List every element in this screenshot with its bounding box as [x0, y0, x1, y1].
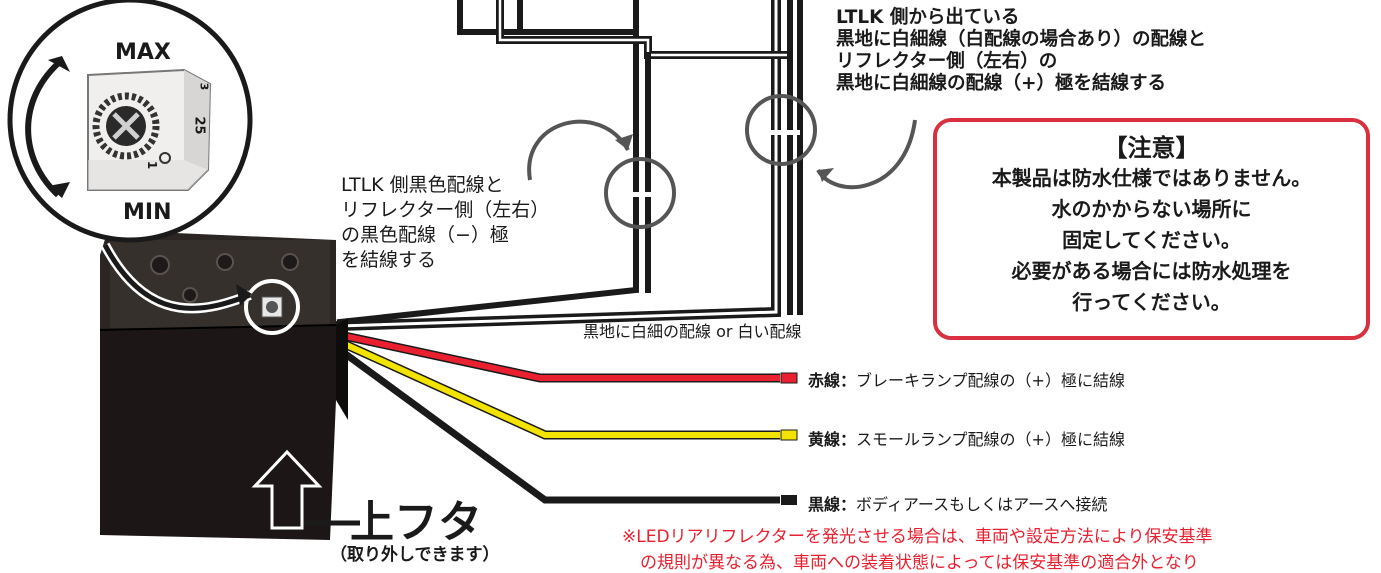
white-wire-outer: [334, 0, 781, 332]
yellow-wire: [338, 337, 780, 440]
arrow-left-splice: [527, 119, 630, 181]
legend-black-desc: ボディアースもしくはアースへ接続: [856, 495, 1108, 514]
left-note: LTLK 側黒色配線と リフレクター側（左右） の黒色配線（−）極 を結線する: [341, 173, 549, 273]
pot-magnified: [7, 0, 253, 243]
white-wire-upper: [496, 0, 790, 59]
white-wire-upper-inner: [498, 0, 788, 57]
rotate-arrow-icon: [25, 57, 64, 198]
left-note-line: の黒色配線（−）極: [341, 224, 509, 246]
red-swatch: [780, 372, 798, 384]
warning-line-1: ※LEDリアリフレクターを発光させる場合は、車両や設定方法により保安基準: [622, 527, 1213, 547]
legend-red-name: 赤線：: [808, 371, 857, 390]
arrow-right-splice: [816, 119, 917, 190]
legend-red: 赤線：ブレーキランプ配線の（+）極に結線: [808, 367, 1125, 391]
left-note-line: を結線する: [341, 249, 437, 271]
legend-yellow-desc: スモールランプ配線の（+）極に結線: [856, 430, 1125, 449]
splice-circle-right: [745, 94, 817, 166]
right-note-line: リフレクター側（左右）の: [836, 51, 1058, 72]
dial-mark-25: 25: [191, 116, 207, 135]
caution-box: 【注意】 本製品は防水仕様ではありません。 水のかからない場所に 固定してくださ…: [933, 118, 1370, 340]
caution-line: 行ってください。: [1072, 290, 1231, 314]
left-note-line: LTLK 側黒色配線と: [341, 174, 504, 196]
caution-line: 本製品は防水仕様ではありません。: [991, 166, 1312, 190]
lid-label: 上フタ: [350, 497, 482, 548]
black-swatch: [781, 495, 797, 505]
warning-line-2: の規則が異なる為、車両への装着状態によっては保安基準の適合外となり: [640, 553, 1199, 573]
yellow-swatch: [780, 429, 798, 441]
caution-title: 【注意】: [1103, 134, 1200, 162]
max-label: MAX: [115, 40, 171, 65]
black-wire-loop: [336, 0, 639, 326]
legend-yellow-name: 黄線：: [808, 430, 857, 449]
legend-black: 黒線：ボディアースもしくはアースへ接続: [808, 491, 1107, 515]
controller-box: [99, 230, 348, 540]
lid-arrow-icon: [251, 449, 323, 530]
pot-highlight-circle: [244, 279, 300, 335]
black-output-wire: [337, 347, 780, 504]
white-wire-label: 黒地に白細の配線 or 白い配線: [583, 322, 802, 341]
caution-line: 水のかからない場所に: [1051, 197, 1252, 221]
right-note: LTLK 側から出ている 黒地に白細線（白配線の場合あり）の配線と リフレクター…: [836, 7, 1206, 95]
legend-black-name: 黒線：: [808, 495, 857, 514]
right-note-line: LTLK 側から出ている: [836, 7, 1020, 28]
splice-circle-left: [604, 157, 676, 229]
dial-mark-3: 3: [197, 82, 211, 91]
legend-red-desc: ブレーキランプ配線の（+）極に結線: [856, 371, 1125, 390]
dial-mark-1: 1: [145, 160, 160, 170]
caution-line: 必要がある場合には防水処理を: [1011, 259, 1292, 283]
right-note-line: 黒地に白細線の配線（+）極を結線する: [836, 73, 1167, 94]
legend-yellow: 黄線：スモールランプ配線の（+）極に結線: [808, 426, 1125, 450]
left-note-line: リフレクター側（左右）: [341, 199, 550, 221]
min-label: MIN: [123, 200, 172, 225]
caution-line: 固定してください。: [1062, 228, 1241, 252]
upper-wires: [334, 0, 803, 332]
right-note-line: 黒地に白細線（白配線の場合あり）の配線と: [836, 29, 1207, 50]
white-wire-inner: [338, 0, 778, 328]
dial-icon: [92, 92, 160, 160]
lid-sublabel: （取り外しできます）: [330, 545, 500, 565]
